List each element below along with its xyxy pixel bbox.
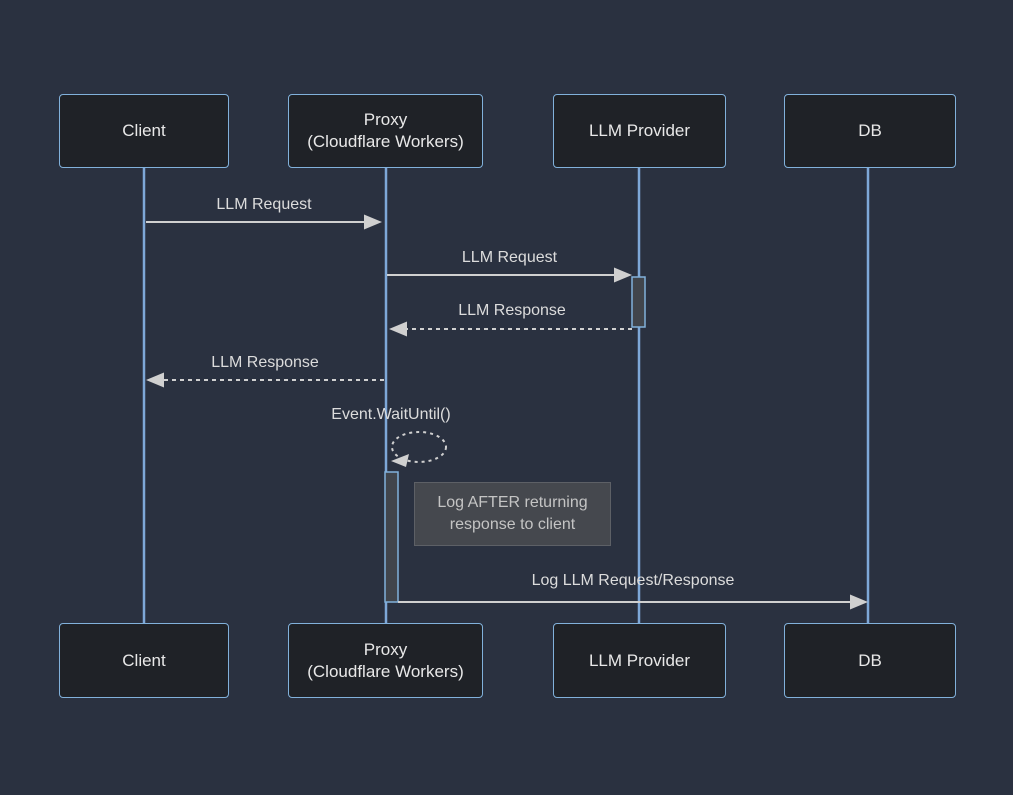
actor-db-top: DB [784,94,956,168]
actor-label: (Cloudflare Workers) [307,132,464,151]
note-line: response to client [449,516,576,533]
note-line: Log AFTER returning [437,494,588,511]
message-label-llm-request-2: LLM Request [461,249,558,266]
actor-client-top: Client [59,94,229,168]
actor-label: DB [858,121,882,140]
message-label-llm-response-1: LLM Response [458,302,566,319]
note-log-after-returning: Log AFTER returning response to client [414,482,611,546]
actor-label: Proxy [363,110,408,129]
actor-label: (Cloudflare Workers) [307,661,464,681]
message-label-llm-request-1: LLM Request [216,196,312,213]
message-label-event-waituntil: Event.WaitUntil() [331,406,451,423]
activation-bar-llm-provider [631,276,646,328]
arrowhead-log-llm [850,594,868,610]
actor-llm-provider-bottom: LLM Provider [553,623,726,698]
actor-label: DB [858,650,882,670]
arrowhead-event-waituntil [391,454,409,467]
actor-label: LLM Provider [588,650,691,670]
self-loop-event-waituntil [391,431,447,463]
actor-label: Client [122,121,166,140]
arrowhead-llm-response-1 [389,321,407,337]
arrowhead-llm-request-2 [614,267,632,283]
actor-label: Proxy [363,639,408,659]
activation-bar-proxy [384,471,399,603]
actor-proxy-top: Proxy (Cloudflare Workers) [288,94,483,168]
arrowhead-llm-request-1 [364,214,382,230]
actor-label: LLM Provider [588,121,691,140]
actor-llm-provider-top: LLM Provider [553,94,726,168]
actor-client-bottom: Client [59,623,229,698]
message-label-llm-response-2: LLM Response [211,354,319,371]
message-label-log-llm: Log LLM Request/Response [531,572,735,589]
arrowhead-llm-response-2 [146,372,164,388]
actor-label: Client [122,650,166,670]
actor-proxy-bottom: Proxy (Cloudflare Workers) [288,623,483,698]
actor-db-bottom: DB [784,623,956,698]
